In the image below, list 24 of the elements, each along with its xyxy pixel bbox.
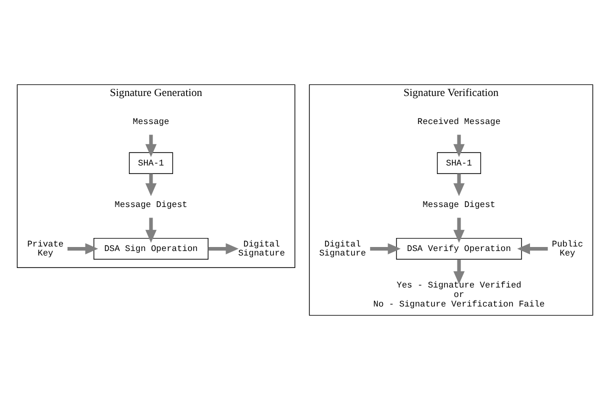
node-text: Message Digest: [114, 200, 188, 210]
node-text: Received Message: [417, 116, 501, 127]
node-text: Yes - Signature Verified or No - Signature Verification Faile: [373, 280, 545, 310]
node-text: Digital Signature: [238, 239, 285, 259]
node-text: Message Digest: [422, 200, 496, 210]
arrow: [453, 174, 465, 196]
arrow: [453, 134, 465, 157]
arrow: [453, 218, 465, 243]
arrow: [145, 134, 157, 157]
node-text: Public Key: [552, 239, 584, 259]
node-text: Message: [132, 116, 170, 127]
arrow: [517, 243, 548, 254]
node-text: Digital Signature: [319, 239, 366, 259]
arrow: [145, 218, 157, 243]
node-box: SHA-1: [436, 152, 482, 174]
node-text: Private Key: [27, 239, 64, 259]
node-box: DSA Sign Operation: [94, 238, 208, 260]
arrow: [208, 243, 239, 254]
arrow: [453, 259, 465, 284]
node-box: DSA Verify Operation: [396, 238, 522, 260]
arrow: [370, 243, 401, 254]
node-box: SHA-1: [128, 152, 174, 174]
arrow: [68, 243, 98, 254]
arrow: [145, 174, 157, 196]
